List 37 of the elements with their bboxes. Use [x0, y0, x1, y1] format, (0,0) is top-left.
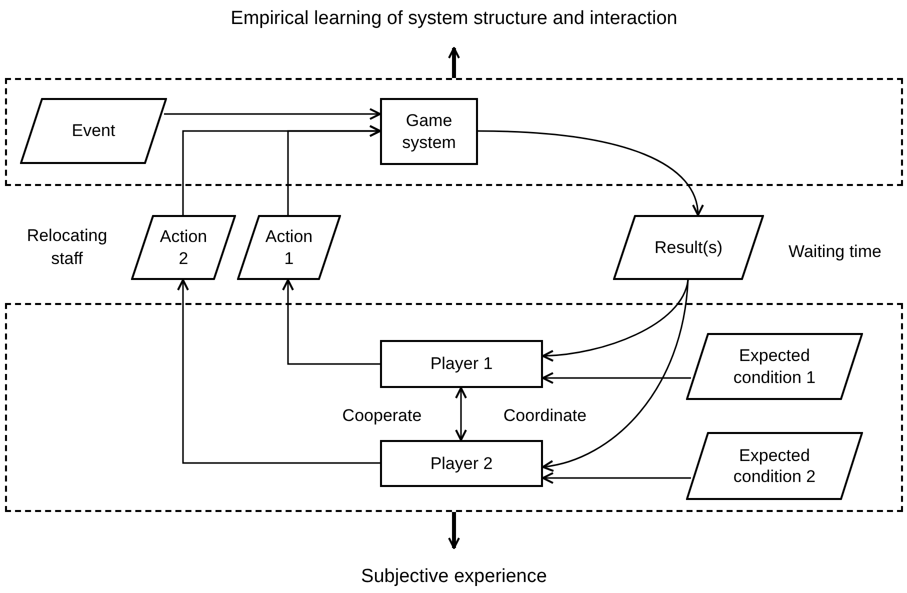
arrow [287, 125, 381, 215]
note-text: Coordinate [502, 405, 588, 427]
node-label: Game system [401, 110, 457, 153]
arrow [478, 130, 703, 216]
note-text: Cooperate [341, 405, 423, 427]
process-box [380, 98, 478, 165]
data-parallelogram [686, 432, 863, 500]
side-note: Waiting time [788, 241, 882, 263]
node-label: Player 1 [429, 353, 494, 375]
arrow [164, 108, 381, 120]
node-label: Action 1 [264, 226, 314, 269]
arrow [542, 280, 689, 472]
arrow [455, 387, 467, 441]
node-label: Result(s) [653, 236, 724, 258]
arrow [177, 279, 380, 464]
process-box [380, 340, 543, 388]
arrow [448, 512, 460, 549]
node-label: Expected condition 1 [732, 345, 817, 388]
dashed-region [5, 78, 903, 186]
arrow [542, 372, 691, 384]
data-parallelogram [237, 215, 341, 280]
node-label: Event [70, 120, 116, 142]
node-label: Player 2 [429, 452, 494, 474]
data-parallelogram [686, 333, 863, 400]
dashed-region [5, 303, 903, 512]
process-box [380, 440, 543, 487]
data-parallelogram [20, 98, 167, 164]
caption-text: Subjective experience [361, 565, 547, 589]
node-label: Action 2 [158, 226, 208, 269]
arrow [448, 47, 460, 78]
side-note: Relocating staff [26, 225, 108, 270]
arrow [542, 472, 691, 484]
caption-text: Empirical learning of system structure and interaction [230, 7, 678, 31]
data-parallelogram [131, 215, 236, 280]
arrow [282, 279, 380, 365]
node-label: Expected condition 2 [732, 444, 817, 488]
data-parallelogram [613, 215, 764, 280]
